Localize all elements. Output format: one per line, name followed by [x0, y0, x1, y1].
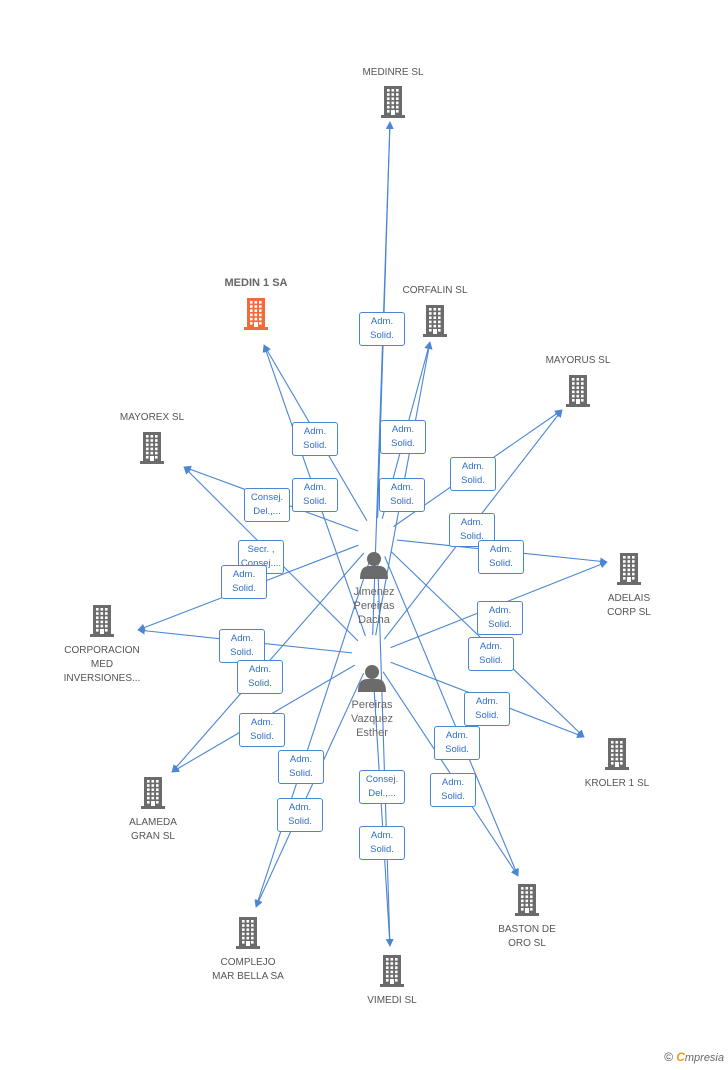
company-label-corfalin[interactable]: CORFALIN SL	[402, 285, 468, 296]
company-label-vimedi[interactable]: VIMEDI SL	[367, 995, 417, 1006]
role-box-r9[interactable]: Adm. Solid.	[478, 540, 524, 574]
edge-jimenez-vimedi	[377, 557, 394, 947]
building-icon-baston[interactable]	[515, 884, 539, 916]
role-box-r1[interactable]: Adm. Solid.	[359, 312, 405, 346]
role-box-r22[interactable]: Consej. Del.,...	[359, 770, 405, 804]
person-label-pereiras[interactable]: Pereiras Vazquez Esther	[351, 699, 393, 739]
role-box-r23[interactable]: Adm. Solid.	[359, 826, 405, 860]
person-icon-jimenez[interactable]	[360, 552, 388, 579]
role-box-r20[interactable]: Adm. Solid.	[430, 773, 476, 807]
role-box-r21[interactable]: Adm. Solid.	[277, 798, 323, 832]
person-label-jimenez[interactable]: Jimenez Pereiras Dacha	[353, 586, 395, 626]
role-box-r3[interactable]: Adm. Solid.	[380, 420, 426, 454]
company-label-adelais[interactable]: ADELAIS CORP SL	[607, 593, 651, 618]
brand-watermark: © Cmpresia	[664, 1050, 724, 1064]
role-box-r17[interactable]: Adm. Solid.	[239, 713, 285, 747]
building-icon-complejo[interactable]	[236, 917, 260, 949]
company-label-alameda[interactable]: ALAMEDA GRAN SL	[129, 817, 177, 842]
role-box-r18[interactable]: Adm. Solid.	[434, 726, 480, 760]
edge-pereiras-medinre	[372, 121, 394, 636]
role-box-r10[interactable]: Adm. Solid.	[477, 601, 523, 635]
company-label-corporacion[interactable]: CORPORACION MED INVERSIONES...	[63, 645, 141, 684]
edge-jimenez-complejo	[254, 556, 372, 908]
building-icon-medinre[interactable]	[381, 86, 405, 118]
person-icon-pereiras[interactable]	[358, 665, 386, 692]
role-box-r5[interactable]: Adm. Solid.	[379, 478, 425, 512]
building-icon-medin1[interactable]	[244, 298, 268, 330]
building-icon-alameda[interactable]	[141, 777, 165, 809]
building-icon-mayorex[interactable]	[140, 432, 164, 464]
company-label-complejo[interactable]: COMPLEJO MAR BELLA SA	[212, 957, 284, 982]
role-box-r14[interactable]: Adm. Solid.	[219, 629, 265, 663]
role-box-r4[interactable]: Adm. Solid.	[292, 478, 338, 512]
edge-pereiras-complejo	[255, 672, 365, 908]
role-box-r15[interactable]: Adm. Solid.	[237, 660, 283, 694]
building-icon-corfalin[interactable]	[423, 305, 447, 337]
role-box-r16[interactable]: Adm. Solid.	[464, 692, 510, 726]
role-box-r2[interactable]: Adm. Solid.	[292, 422, 338, 456]
company-label-medin1[interactable]: MEDIN 1 SA	[224, 277, 288, 289]
copyright-symbol: ©	[664, 1050, 674, 1064]
edge-pereiras-vimedi	[372, 674, 394, 947]
company-label-mayorus[interactable]: MAYORUS SL	[545, 355, 611, 366]
nodes-layer	[90, 86, 641, 987]
company-label-mayorex[interactable]: MAYOREX SL	[119, 412, 185, 423]
building-icon-corporacion[interactable]	[90, 605, 114, 637]
company-label-kroler[interactable]: KROLER 1 SL	[584, 778, 650, 789]
role-box-r13[interactable]: Adm. Solid.	[221, 565, 267, 599]
building-icon-mayorus[interactable]	[566, 375, 590, 407]
role-box-r7[interactable]: Adm. Solid.	[450, 457, 496, 491]
company-label-medinre[interactable]: MEDINRE SL	[362, 67, 424, 78]
edge-jimenez-baston	[384, 556, 519, 877]
company-label-baston[interactable]: BASTON DE ORO SL	[498, 924, 556, 949]
building-icon-kroler[interactable]	[605, 738, 629, 770]
building-icon-adelais[interactable]	[617, 553, 641, 585]
building-icon-vimedi[interactable]	[380, 955, 404, 987]
role-box-r6[interactable]: Consej. Del.,...	[244, 488, 290, 522]
brand-logo-letter: C	[676, 1050, 685, 1064]
role-box-r11[interactable]: Adm. Solid.	[468, 637, 514, 671]
role-box-r19[interactable]: Adm. Solid.	[278, 750, 324, 784]
brand-logo-text: mpresia	[684, 1052, 724, 1064]
